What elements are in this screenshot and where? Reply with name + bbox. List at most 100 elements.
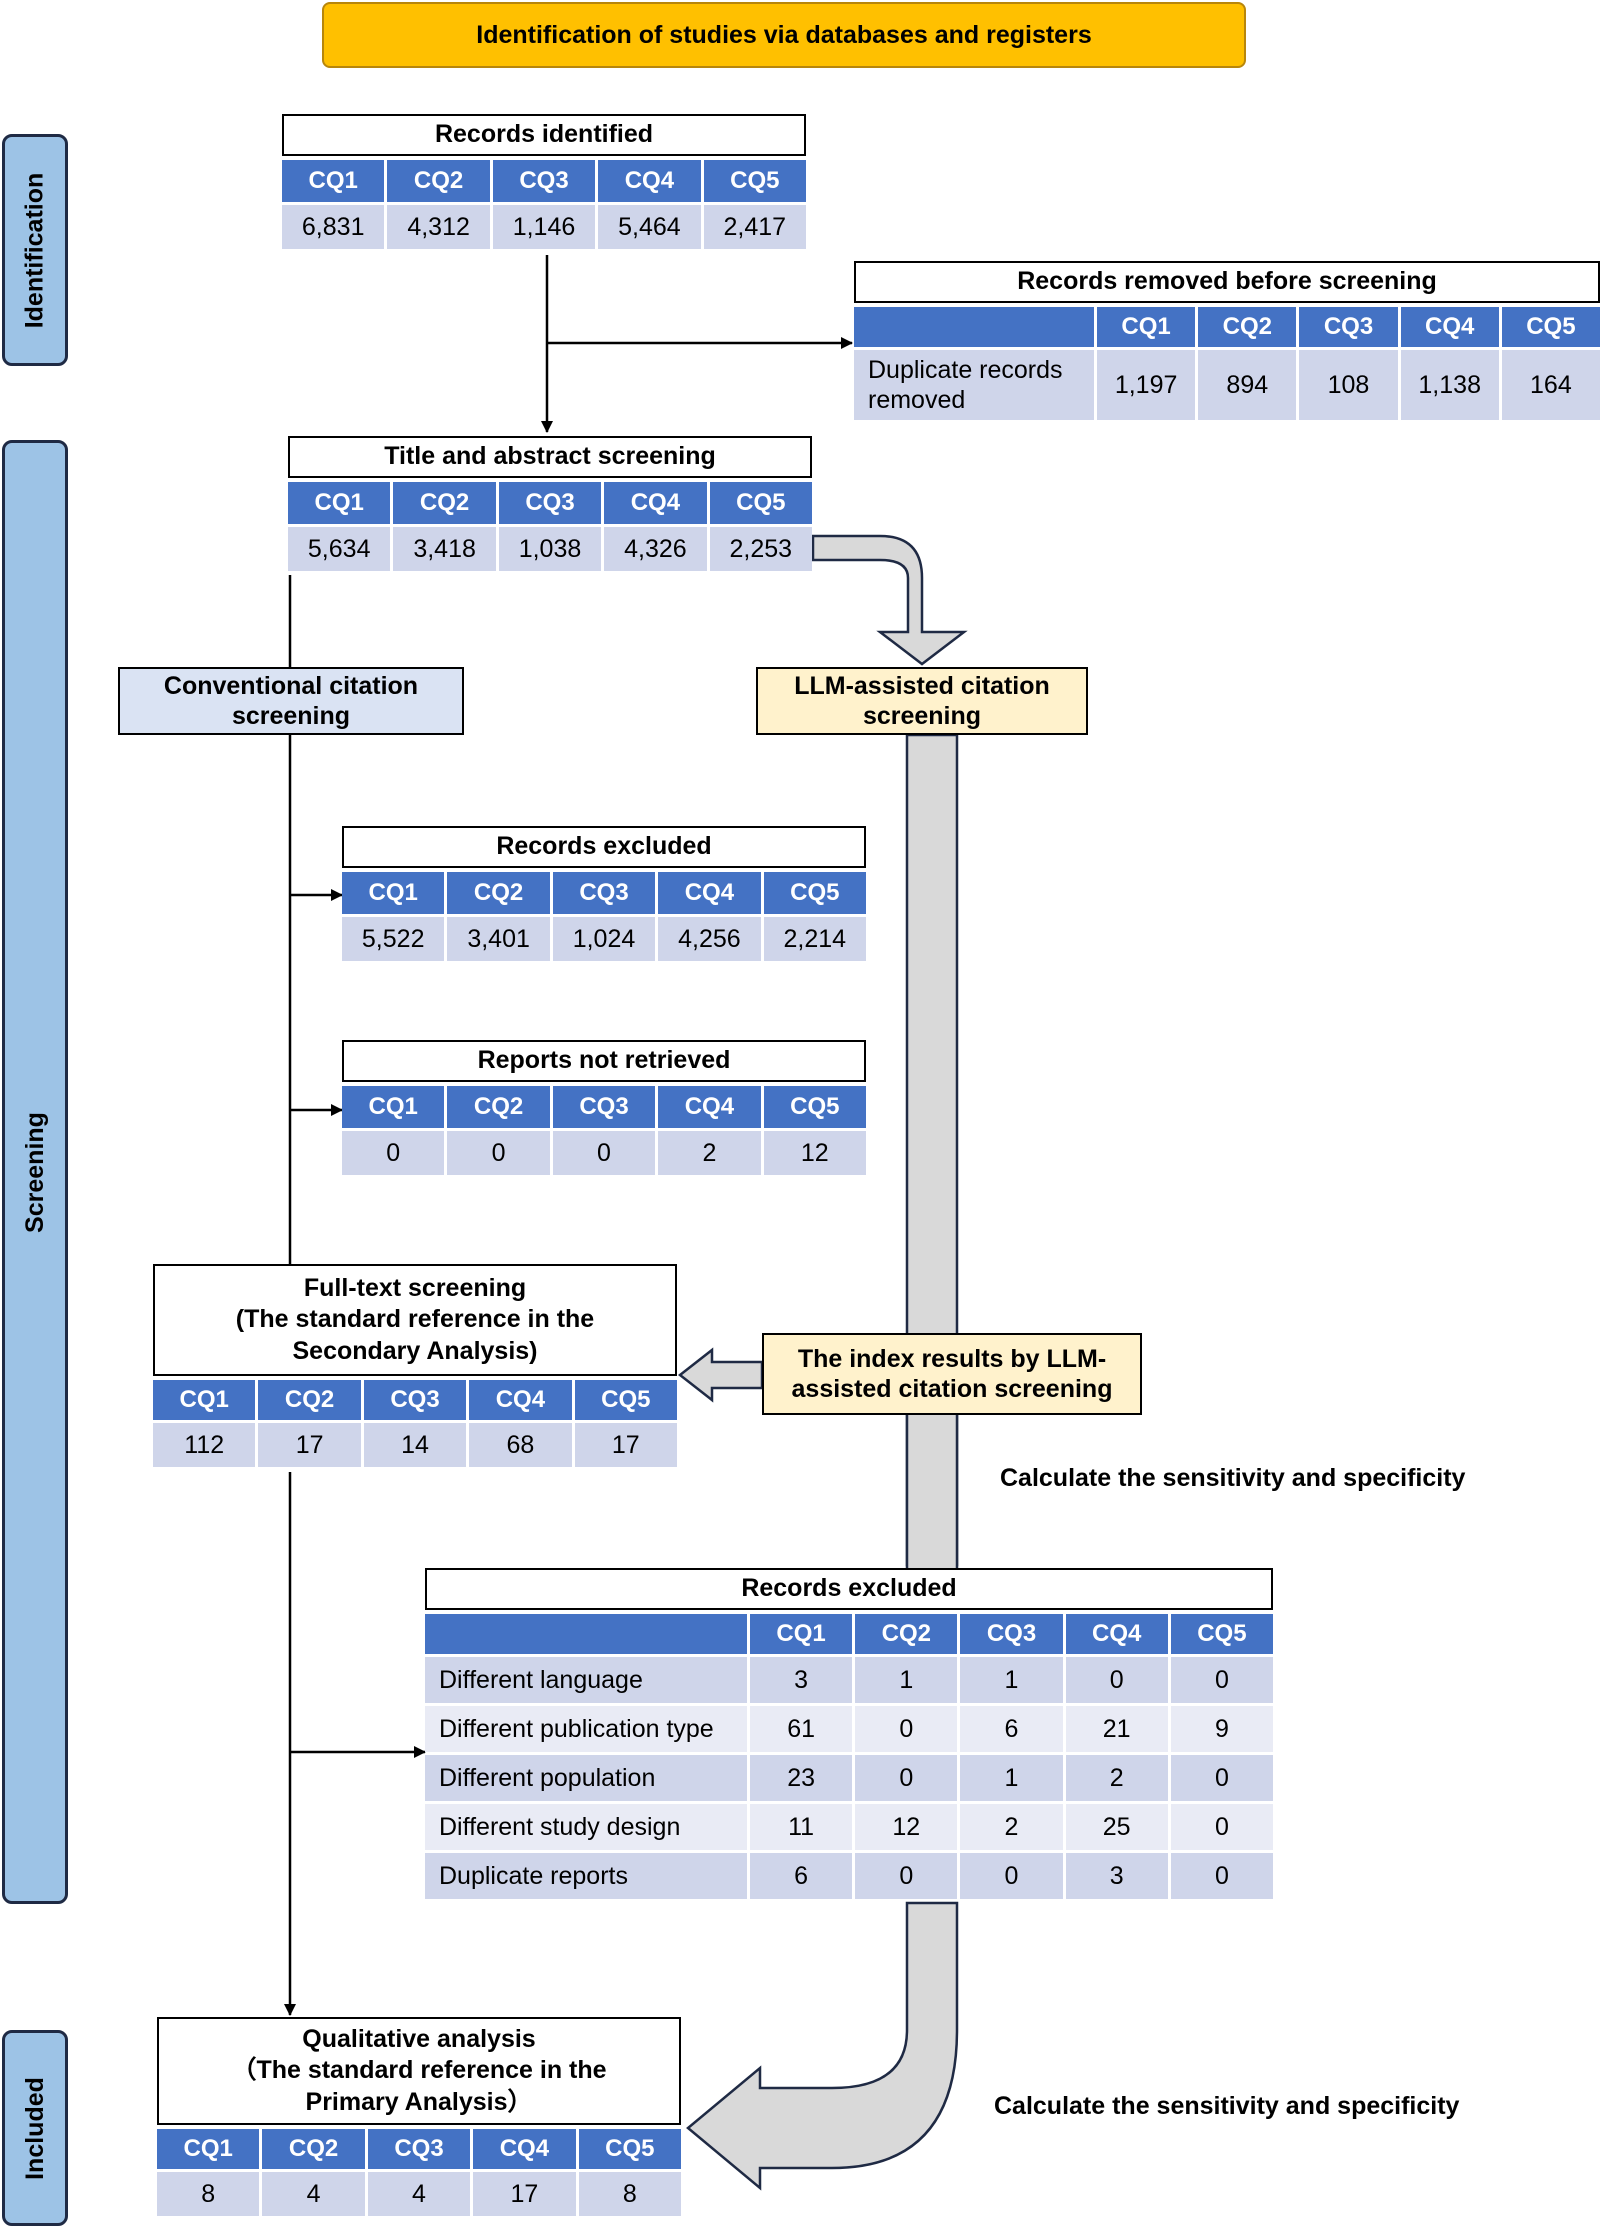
cq2-header: CQ2 [262,2129,365,2169]
index-results-text: The index results by LLM-assisted citati… [791,1345,1113,1403]
exclusion-value: 2 [1065,1755,1168,1801]
full-text-line1: Full-text screening [303,1274,527,1303]
records-identified-cq3: 1,146 [492,205,596,249]
records-excluded-1-title: Records excluded [342,826,866,868]
title-abstract-cq5: 2,253 [709,527,812,571]
exclusion-value: 1 [855,1657,958,1703]
exclusion-reason-label: Different publication type [425,1706,747,1752]
exclusion-value: 0 [855,1706,958,1752]
cq3-header: CQ3 [1299,307,1398,347]
exclusion-value: 3 [750,1657,853,1703]
records-removed-title-text: Records removed before screening [1017,267,1437,296]
full-text-line2: (The standard reference in the [235,1305,595,1334]
cq1-header: CQ1 [1097,307,1196,347]
duplicate-records-label: Duplicate records removed [854,350,1094,420]
llm-screening-text: LLM-assisted citation screening [794,672,1050,730]
qualitative-cq3: 4 [367,2172,471,2216]
cq4-header: CQ4 [658,1086,761,1128]
qualitative-table: CQ1 CQ2 CQ3 CQ4 CQ5 8 4 4 17 8 [157,2129,681,2216]
exclusion-value: 0 [1170,1755,1273,1801]
gray-arrow-to-fulltext [677,1347,764,1403]
exclusion-value: 0 [1065,1657,1168,1703]
cq4-header: CQ4 [604,482,707,524]
exclusion-value: 2 [960,1804,1063,1850]
records-removed-cq4: 1,138 [1400,350,1499,420]
qualitative-cq4: 17 [473,2172,576,2216]
cq4-header: CQ4 [473,2129,576,2169]
title-abstract-cq4: 4,326 [604,527,707,571]
exclusion-reason-label: Duplicate reports [425,1853,747,1899]
full-text-cq3: 14 [363,1423,467,1467]
exclusion-value: 25 [1065,1804,1168,1850]
records-excluded-1-table: CQ1 CQ2 CQ3 CQ4 CQ5 5,522 3,401 1,024 4,… [342,872,866,961]
records-identified-title: Records identified [282,114,806,156]
records-removed-cq5: 164 [1501,350,1600,420]
qualitative-title: Qualitative analysis （The standard refer… [157,2017,681,2125]
records-excluded-2-title: Records excluded [425,1568,1273,1610]
reports-not-retrieved-cq3: 0 [552,1131,656,1175]
exclusion-value: 11 [750,1804,853,1850]
cq2-header: CQ2 [393,482,496,524]
cq4-header: CQ4 [658,872,761,914]
llm-screening-box: LLM-assisted citation screening [756,667,1088,735]
title-abstract-cq2: 3,418 [393,527,496,571]
records-excluded-2-header-blank [425,1614,747,1654]
title-abstract-cq3: 1,038 [498,527,602,571]
identification-banner: Identification of studies via databases … [322,2,1246,68]
records-identified-title-text: Records identified [434,120,654,149]
exclusion-value: 0 [1170,1853,1273,1899]
cq1-header: CQ1 [342,872,445,914]
qualitative-cq1: 8 [157,2172,260,2216]
cq5-header: CQ5 [763,1086,866,1128]
records-excluded-1-cq2: 3,401 [447,917,550,961]
cq4-header: CQ4 [598,160,701,202]
records-removed-table: CQ1 CQ2 CQ3 CQ4 CQ5 Duplicate records re… [854,307,1600,420]
exclusion-value: 0 [960,1853,1063,1899]
reports-not-retrieved-cq1: 0 [342,1131,445,1175]
records-removed-title: Records removed before screening [854,261,1600,303]
full-text-title: Full-text screening (The standard refere… [153,1264,677,1376]
records-identified-cq1: 6,831 [282,205,385,249]
phase-included-label: Included [20,2076,49,2180]
cq3-header: CQ3 [552,1086,656,1128]
exclusion-value: 0 [855,1755,958,1801]
records-removed-cq3: 108 [1299,350,1398,420]
exclusion-value: 61 [750,1706,853,1752]
qualitative-cq2: 4 [262,2172,365,2216]
records-identified-cq4: 5,464 [598,205,701,249]
cq2-header: CQ2 [387,160,490,202]
full-text-cq4: 68 [469,1423,572,1467]
gray-arrow-to-llm [811,534,968,666]
cq3-header: CQ3 [552,872,656,914]
records-identified-cq2: 4,312 [387,205,490,249]
records-excluded-1-title-text: Records excluded [496,832,712,861]
cq1-header: CQ1 [282,160,385,202]
records-removed-header-blank [854,307,1094,347]
cq3-header: CQ3 [363,1380,467,1420]
cq1-header: CQ1 [157,2129,260,2169]
title-abstract-cq1: 5,634 [288,527,391,571]
cq2-header: CQ2 [855,1614,958,1654]
full-text-line3: Secondary Analysis) [292,1336,538,1365]
reports-not-retrieved-cq2: 0 [447,1131,550,1175]
qualitative-cq5: 8 [578,2172,681,2216]
index-results-box: The index results by LLM-assisted citati… [762,1333,1142,1415]
cq1-header: CQ1 [288,482,391,524]
exclusion-reason-label: Different population [425,1755,747,1801]
exclusion-value: 3 [1065,1853,1168,1899]
cq2-header: CQ2 [447,872,550,914]
cq4-header: CQ4 [469,1380,572,1420]
records-removed-cq1: 1,197 [1097,350,1196,420]
records-excluded-2-table: CQ1 CQ2 CQ3 CQ4 CQ5 Different language 3… [425,1614,1273,1899]
conventional-screening-text: Conventional citation screening [163,672,419,730]
cq3-header: CQ3 [960,1614,1063,1654]
exclusion-reason-label: Different language [425,1657,747,1703]
reports-not-retrieved-table: CQ1 CQ2 CQ3 CQ4 CQ5 0 0 0 2 12 [342,1086,866,1175]
exclusion-value: 6 [960,1706,1063,1752]
cq5-header: CQ5 [763,872,866,914]
reports-not-retrieved-cq5: 12 [763,1131,866,1175]
exclusion-value: 21 [1065,1706,1168,1752]
reports-not-retrieved-cq4: 2 [658,1131,761,1175]
gray-arrow-to-qualitative [686,1901,959,2191]
